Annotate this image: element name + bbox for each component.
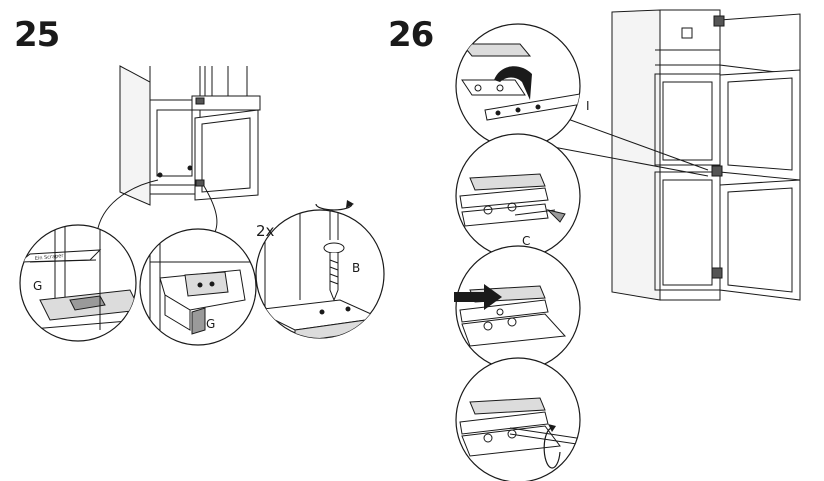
step-number-25: 25 <box>14 15 60 55</box>
callout-line <box>564 117 709 171</box>
step-number-26: 26 <box>388 15 434 55</box>
detail-circle-g-right: G <box>139 228 257 346</box>
push-arrow-icon <box>454 284 502 310</box>
step26-cabinet <box>611 9 801 301</box>
quantity-label: 2x <box>256 222 275 240</box>
detail-circle-screw: B <box>255 200 385 339</box>
detail-circle-hinge-push <box>454 245 581 371</box>
callout-line <box>547 145 709 177</box>
callout-line <box>203 185 218 233</box>
detail-circle-hinge-rotate: I <box>455 23 590 149</box>
detail-circle-g-left: Ein Scraper G <box>19 224 137 342</box>
detail-circle-hinge-tighten <box>455 357 581 481</box>
label-g-2: G <box>206 317 215 331</box>
step25-cabinet <box>119 65 261 206</box>
label-b: B <box>352 261 360 275</box>
callout-line <box>97 179 159 229</box>
label-g-1: G <box>33 279 42 293</box>
tool-text: Ein Scraper <box>35 253 65 262</box>
detail-circle-hinge-screws: C <box>455 133 581 259</box>
label-i: I <box>586 99 590 113</box>
label-c: C <box>522 234 530 248</box>
